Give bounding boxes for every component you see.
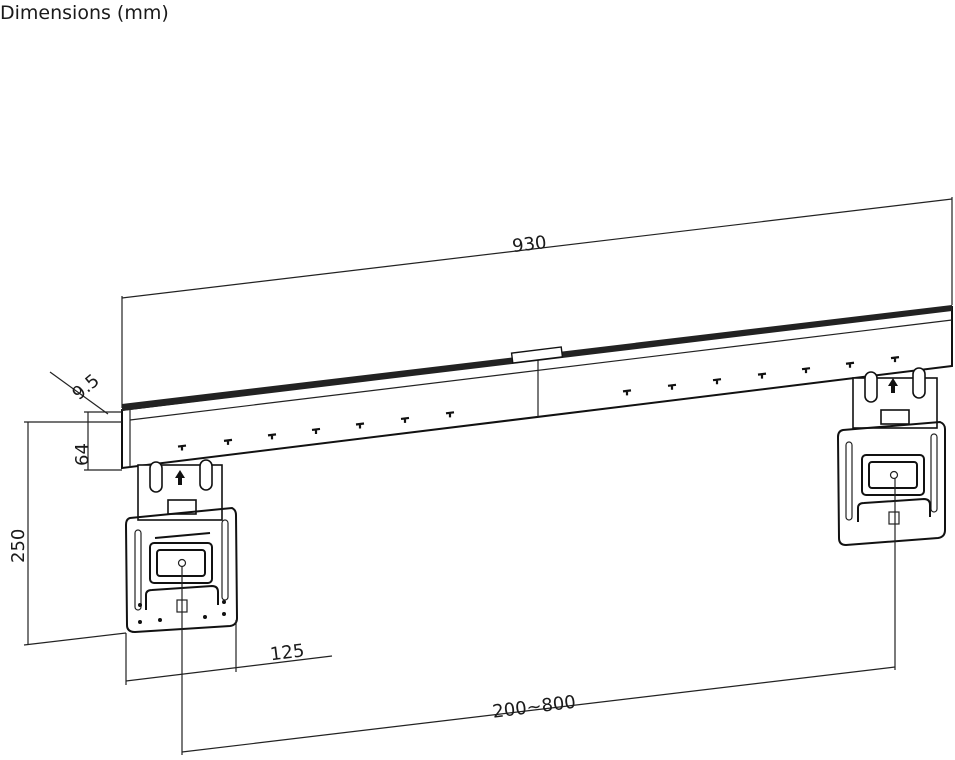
screw-mark — [177, 444, 187, 451]
dimension-lines — [23, 197, 953, 755]
screw-mark — [622, 389, 632, 396]
screw-mark — [890, 356, 900, 363]
up-arrow-icon — [175, 470, 185, 485]
diagram-title: Dimensions (mm) — [0, 2, 169, 24]
dimension-200-800: 200~800 — [491, 692, 577, 723]
screw-mark — [223, 438, 233, 445]
left-bracket — [124, 459, 239, 634]
screw-mark — [267, 433, 277, 440]
dimension-9-5: 9.5 — [68, 370, 103, 404]
screw-mark — [712, 378, 722, 385]
screw-mark — [801, 367, 811, 374]
screw-mark — [445, 411, 455, 418]
rail-screws — [177, 356, 900, 451]
dimension-64: 64 — [72, 443, 93, 466]
up-arrow-icon — [888, 378, 898, 393]
screw-mark — [400, 416, 410, 423]
screw-mark — [667, 383, 677, 390]
screw-mark — [311, 427, 321, 434]
dimension-930: 930 — [511, 232, 548, 257]
screw-mark — [757, 372, 767, 379]
dimension-125: 125 — [269, 640, 306, 665]
right-bracket — [836, 367, 946, 547]
wall-rail — [121, 305, 953, 470]
screw-mark — [355, 422, 365, 429]
dimension-250: 250 — [8, 529, 29, 563]
screw-mark — [845, 361, 855, 368]
